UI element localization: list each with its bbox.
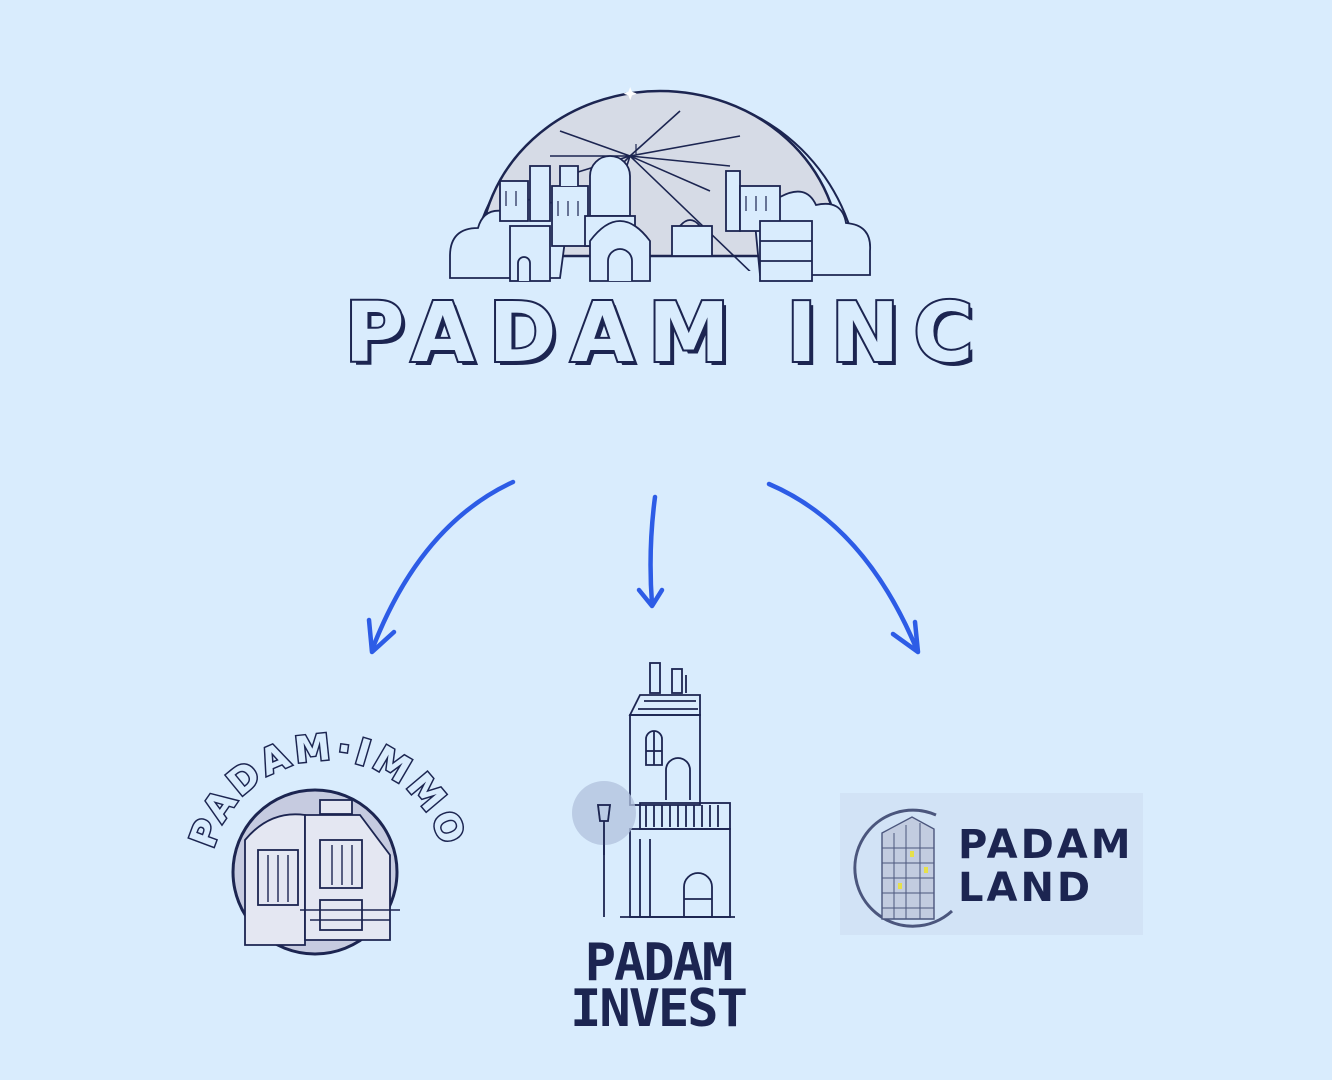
parent-company-title: PADAM INC [342,284,988,383]
padam-inc-logo [440,66,880,286]
tower-building-icon [572,662,735,918]
flatiron-building-icon [853,808,954,928]
city-skyline-icon [449,87,871,282]
padam-land-logo [840,793,1143,935]
padam-immo-logo: PADAM·IMMO [170,720,470,960]
padam-invest-logo [560,655,760,935]
arrow-down-left-icon [366,479,516,655]
townhouse-icon [231,788,400,956]
padam-land-line2: LAND [958,865,1094,911]
arrow-down-icon [636,494,665,609]
padam-invest-line1: PADAM [584,933,734,993]
padam-invest-line2: INVEST [570,979,748,1039]
padam-land-line1: PADAM [958,822,1134,868]
arrow-down-right-icon [766,481,921,655]
